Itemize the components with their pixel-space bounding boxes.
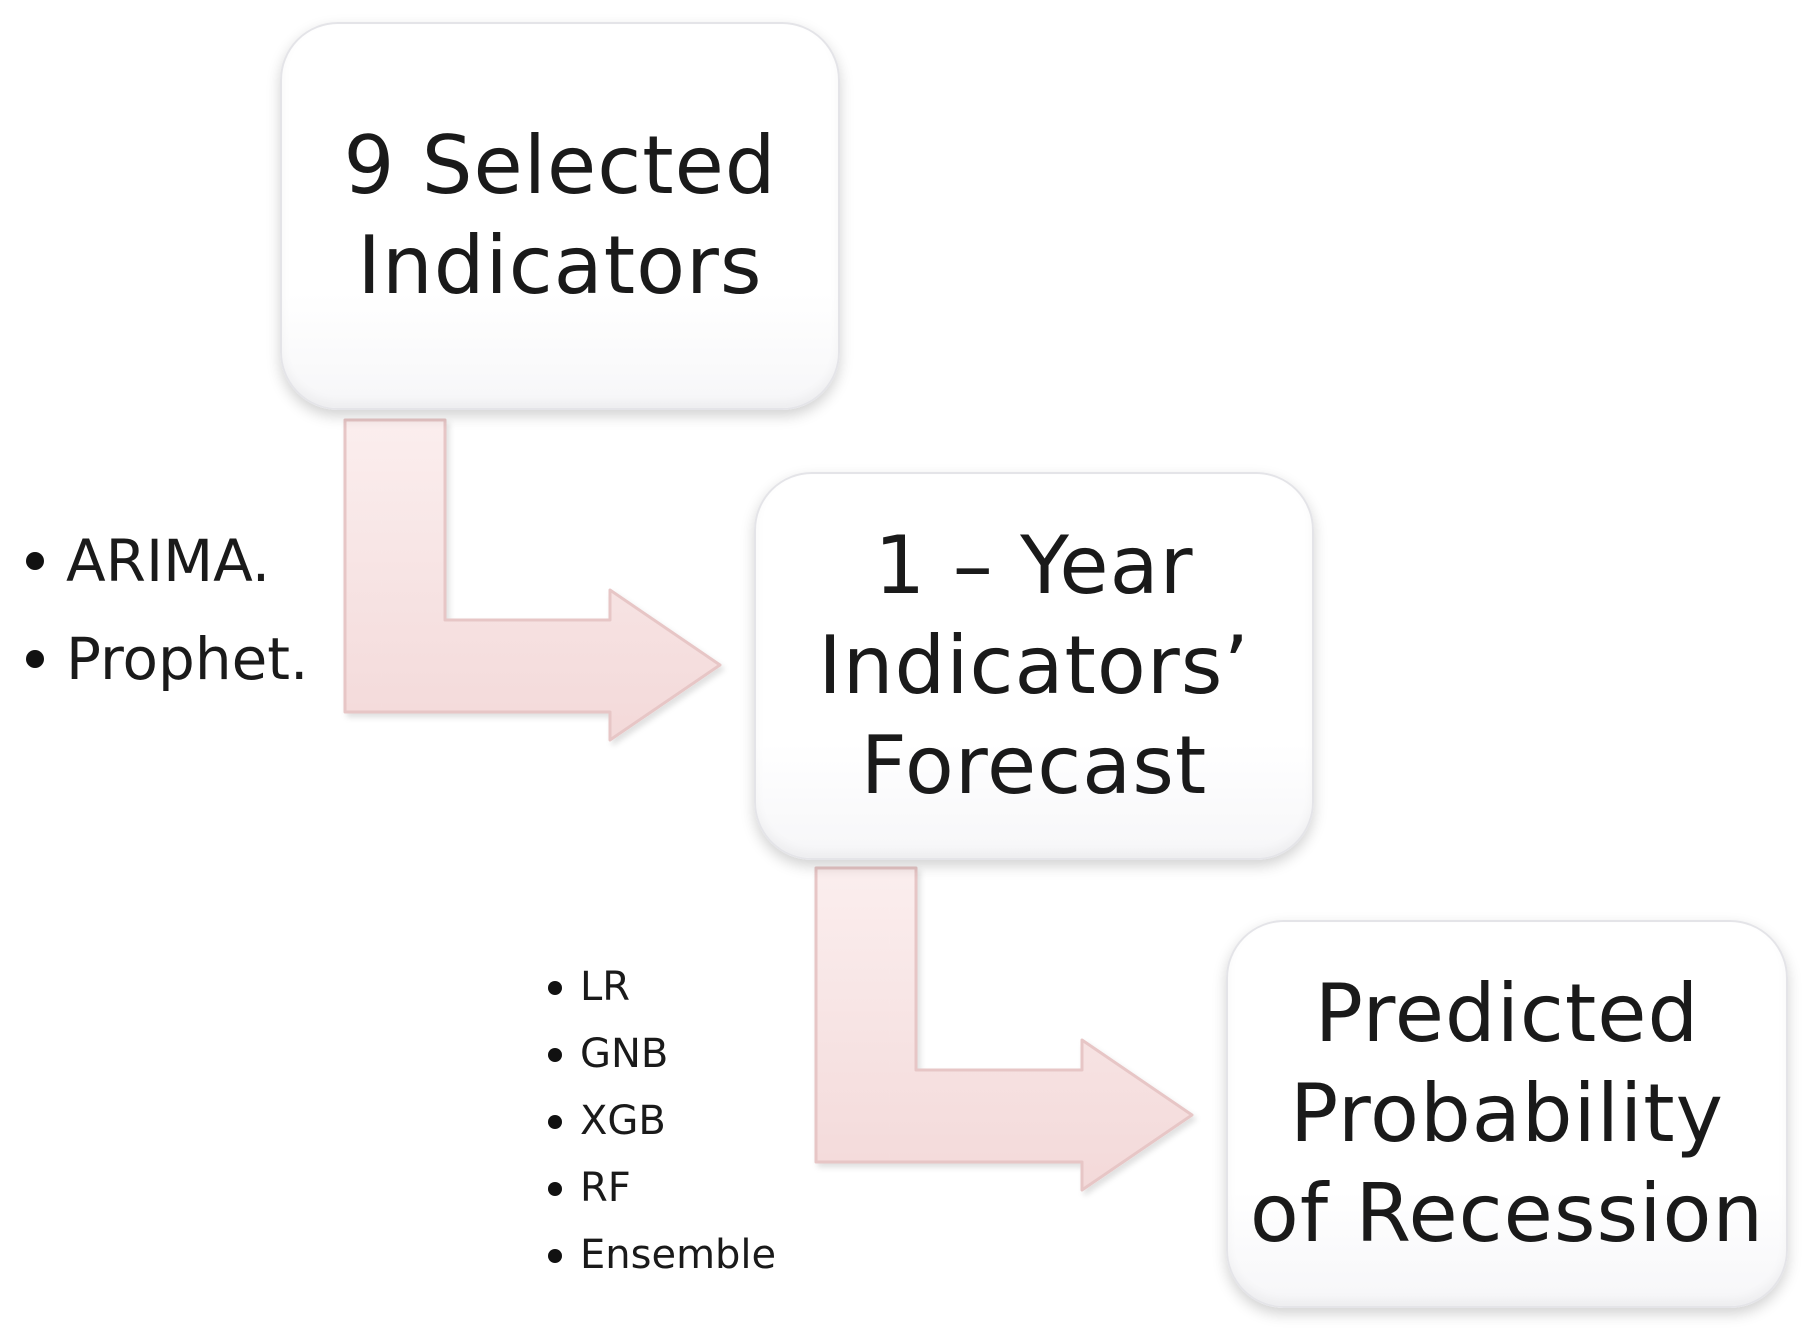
node-label-line: Probability xyxy=(1290,1067,1724,1160)
bent-arrow-2 xyxy=(814,866,1194,1192)
node-indicators-forecast: 1 – Year Indicators’ Forecast xyxy=(754,472,1314,860)
method-item: LR xyxy=(544,954,776,1021)
node-label-line: 9 Selected xyxy=(343,119,777,212)
classifier-methods-list: LR GNB XGB RF Ensemble xyxy=(544,954,776,1289)
node-label-line: of Recession xyxy=(1249,1167,1765,1260)
method-item: RF xyxy=(544,1155,776,1222)
node-label-line: Predicted xyxy=(1314,967,1700,1060)
node-label-line: Indicators’ xyxy=(818,619,1250,712)
node-label-line: 1 – Year xyxy=(874,519,1194,612)
method-item: ARIMA. xyxy=(20,512,308,610)
node-selected-indicators: 9 Selected Indicators xyxy=(280,22,840,410)
method-item: Ensemble xyxy=(544,1222,776,1289)
method-item: Prophet. xyxy=(20,610,308,708)
bent-arrow-1 xyxy=(343,418,722,742)
method-item: XGB xyxy=(544,1088,776,1155)
node-label-line: Indicators xyxy=(357,219,763,312)
method-item: GNB xyxy=(544,1021,776,1088)
forecast-methods-list: ARIMA. Prophet. xyxy=(20,512,308,708)
node-label-line: Forecast xyxy=(860,719,1208,812)
node-recession-probability: Predicted Probability of Recession xyxy=(1226,920,1788,1308)
